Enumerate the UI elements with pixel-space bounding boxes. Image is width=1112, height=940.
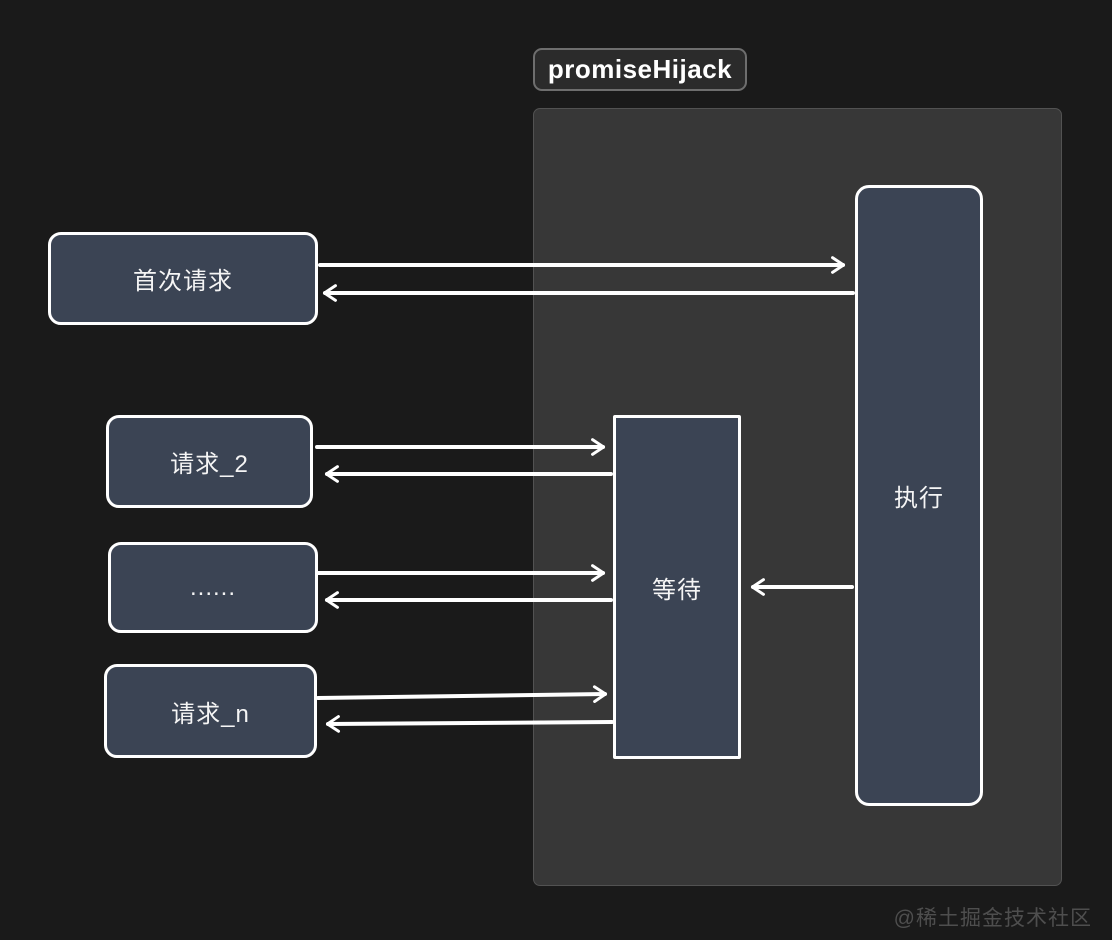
node-ellipsis-label: ...... (189, 573, 236, 601)
watermark: @稀土掘金技术社区 (893, 907, 1092, 930)
node-request-n-label: 请求_n (171, 700, 250, 728)
node-request-n: 请求_n (104, 664, 317, 758)
diagram-title: promiseHijack (533, 48, 747, 91)
node-execute-label: 执行 (894, 485, 944, 512)
node-first-request: 首次请求 (48, 232, 318, 325)
node-request-2: 请求_2 (106, 415, 313, 508)
node-ellipsis: ...... (108, 542, 318, 633)
node-wait: 等待 (613, 415, 741, 759)
node-execute: 执行 (855, 185, 983, 806)
node-first-request-label: 首次请求 (133, 268, 233, 295)
node-request-2-label: 请求_2 (170, 451, 249, 478)
node-wait-label: 等待 (652, 576, 702, 604)
